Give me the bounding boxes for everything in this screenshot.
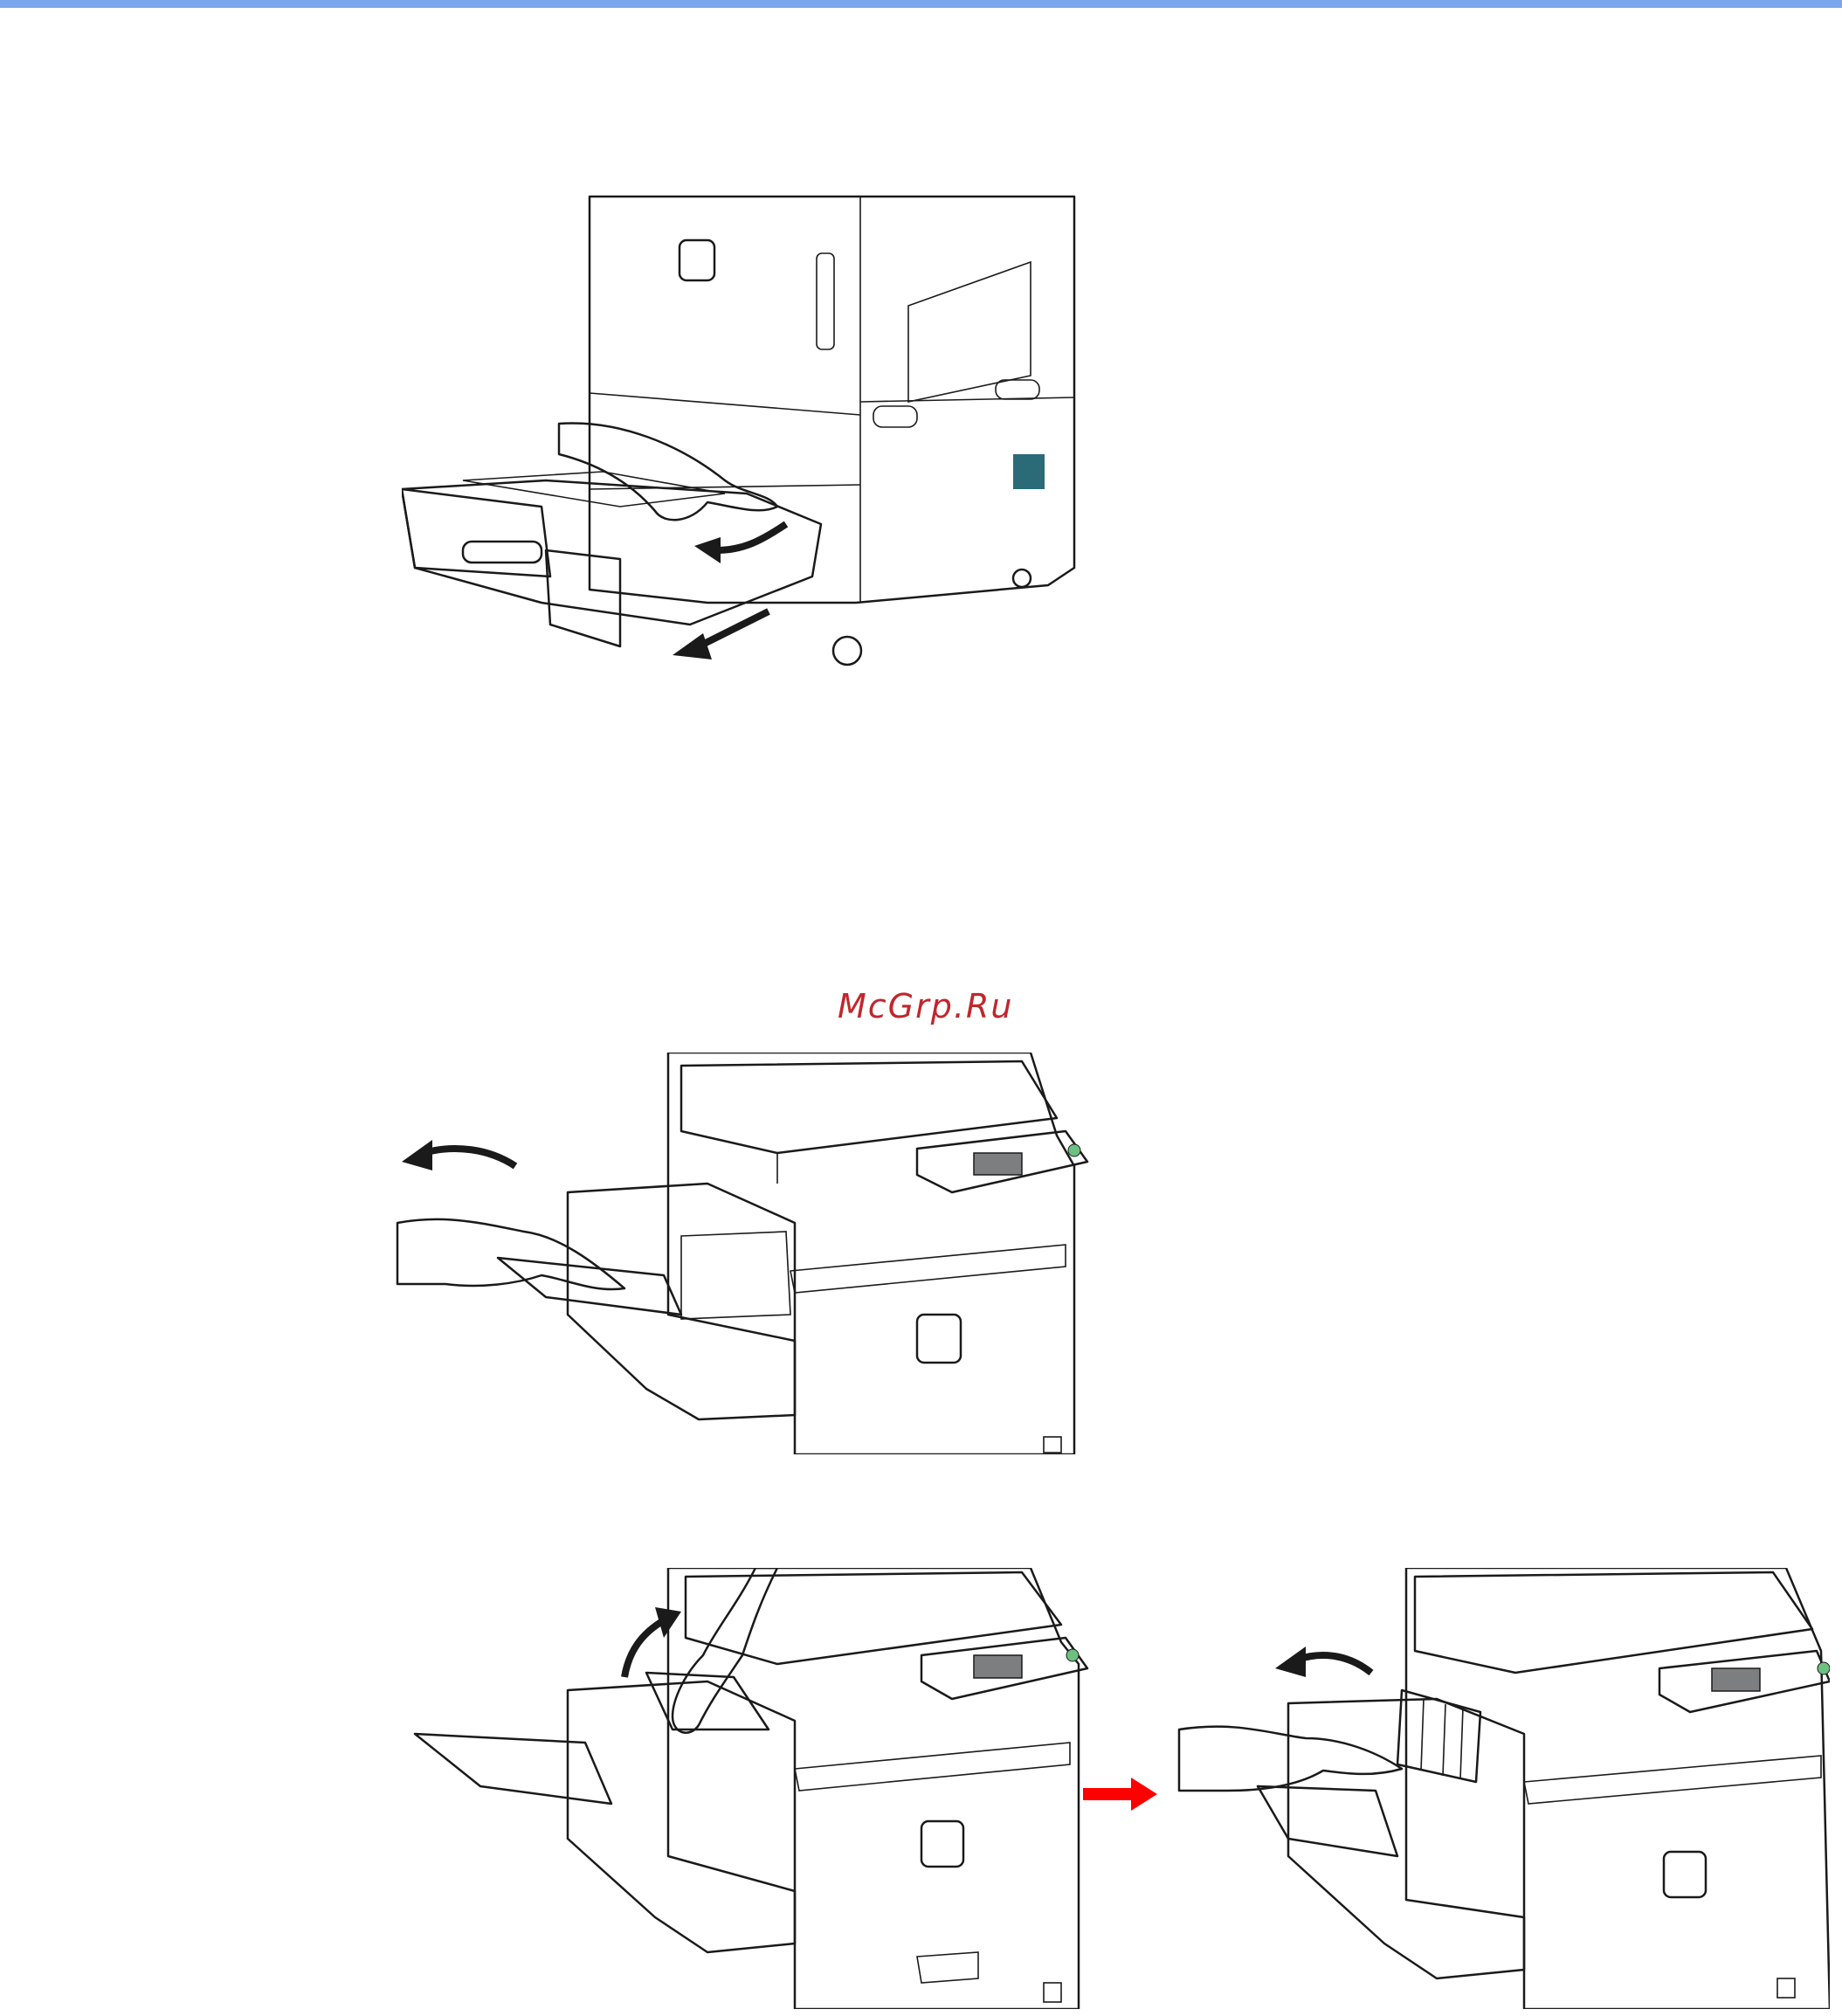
top-rule — [0, 0, 1842, 8]
printer-finisher-cover-lift-illustration — [410, 1568, 1100, 2009]
printer-finisher-paper-removal-illustration — [1175, 1568, 1830, 2009]
printer-paper-cassette-pull-out-illustration — [402, 192, 1083, 681]
next-step-arrow-icon — [1083, 1773, 1162, 1817]
watermark-text: McGrp.Ru — [838, 987, 1013, 1025]
printer-finisher-tray-open-illustration — [393, 1053, 1092, 1454]
